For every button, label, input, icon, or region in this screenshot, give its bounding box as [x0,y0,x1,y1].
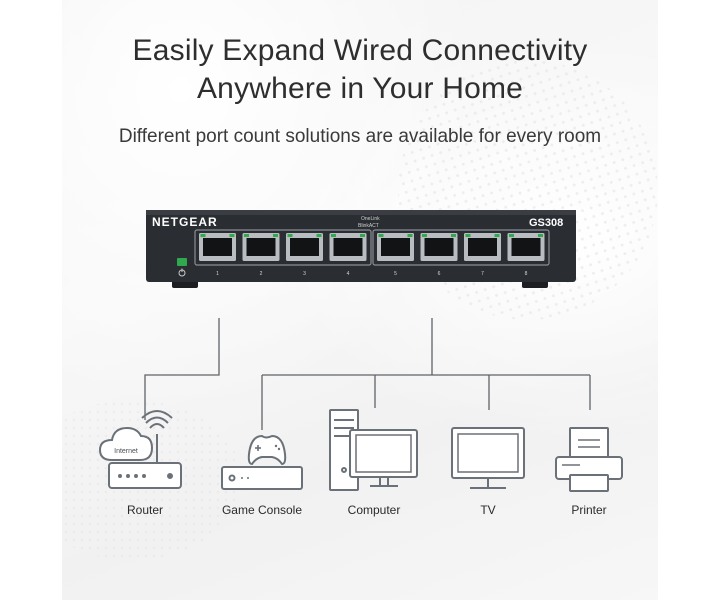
power-icon [178,268,186,277]
router-icon [98,410,182,489]
port-led [200,234,206,237]
port-number: 5 [394,271,397,277]
device-label-tv: TV [480,503,496,517]
ethernet-port: 6 [420,233,458,277]
port-led [422,234,427,237]
ethernet-port: 8 [507,233,545,277]
power-led [177,258,187,266]
device-label-router: Router [126,503,164,517]
device-label-printer: Printer [571,503,607,517]
port-number: 3 [303,271,306,277]
port-number: 7 [481,271,484,277]
port-led [494,234,500,237]
port-number: 2 [260,271,263,277]
brand-logo: NETGEAR [152,215,218,229]
port-led [378,234,384,237]
printer-icon [555,427,623,492]
port-led [331,234,336,237]
port-led [407,234,413,237]
model-label: GS308 [529,217,563,229]
port-led [316,234,322,237]
ethernet-port: 2 [242,233,280,277]
game-console-icon [221,434,303,490]
feature-label: BlinkACT [358,223,379,229]
subheading: Different port count solutions are avail… [118,126,602,147]
ethernet-port: 7 [464,233,501,277]
port-led [287,234,293,237]
feature-label: OneLink [361,216,380,222]
port-led [538,234,543,237]
port-led [244,234,249,237]
port-led [509,234,514,237]
port-group [372,229,550,266]
computer-icon [329,409,418,491]
connector-lines [144,318,591,430]
headline: Easily Expand Wired Connectivity Anywher… [0,32,720,108]
port-led [273,234,278,237]
tv-icon [451,427,525,489]
port-led [360,234,365,237]
cloud-label: Internet [114,448,138,455]
background-panel [62,0,658,600]
port-number: 6 [438,271,441,277]
network-switch: NETGEAR GS308 OneLink BlinkACT 1 2 3 4 5 6 7 8 [146,210,576,282]
port-led [465,234,471,237]
port-led [451,234,456,237]
port-group [194,229,372,266]
port-led [229,234,235,237]
port-number: 1 [216,271,219,277]
ethernet-port: 1 [199,233,236,277]
port-number: 8 [525,271,528,277]
headline-line-2: Anywhere in Your Home [196,72,524,105]
ethernet-port: 3 [286,233,323,277]
ethernet-port: 4 [329,233,367,277]
device-label-game-console: Game Console [221,503,303,517]
device-label-computer: Computer [347,503,401,517]
port-number: 4 [347,271,350,277]
headline-line-1: Easily Expand Wired Connectivity [132,34,588,67]
ethernet-port: 5 [377,233,414,277]
